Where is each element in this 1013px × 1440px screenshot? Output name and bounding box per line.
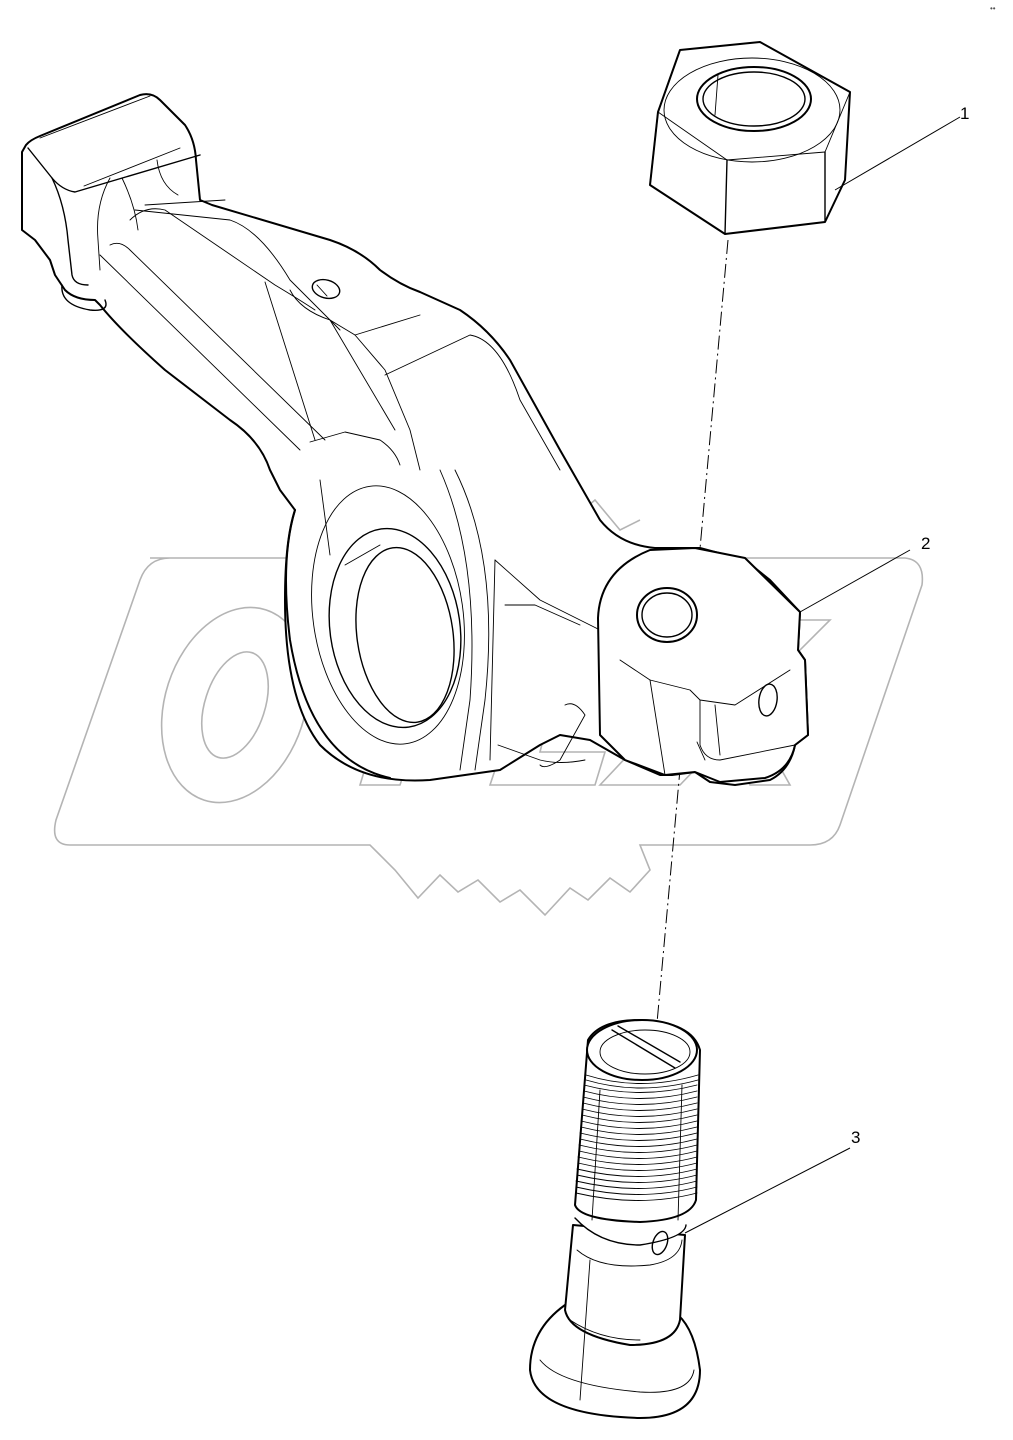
hex-nut-part: [649, 41, 851, 235]
screw-threads: [575, 1074, 699, 1201]
rocker-arm-part: [21, 93, 809, 786]
callout-leader-2: [799, 549, 911, 613]
adjusting-screw-part: [529, 1019, 701, 1419]
callout-label-2: 2: [921, 534, 931, 553]
callout-leader-1: [834, 116, 961, 191]
callout-leader-3: [684, 1147, 851, 1234]
callout-label-3: 3: [851, 1128, 861, 1147]
callout-label-1: 1: [960, 104, 970, 123]
assembly-axis-line: [654, 239, 729, 1046]
corner-mark: ••: [990, 4, 996, 13]
